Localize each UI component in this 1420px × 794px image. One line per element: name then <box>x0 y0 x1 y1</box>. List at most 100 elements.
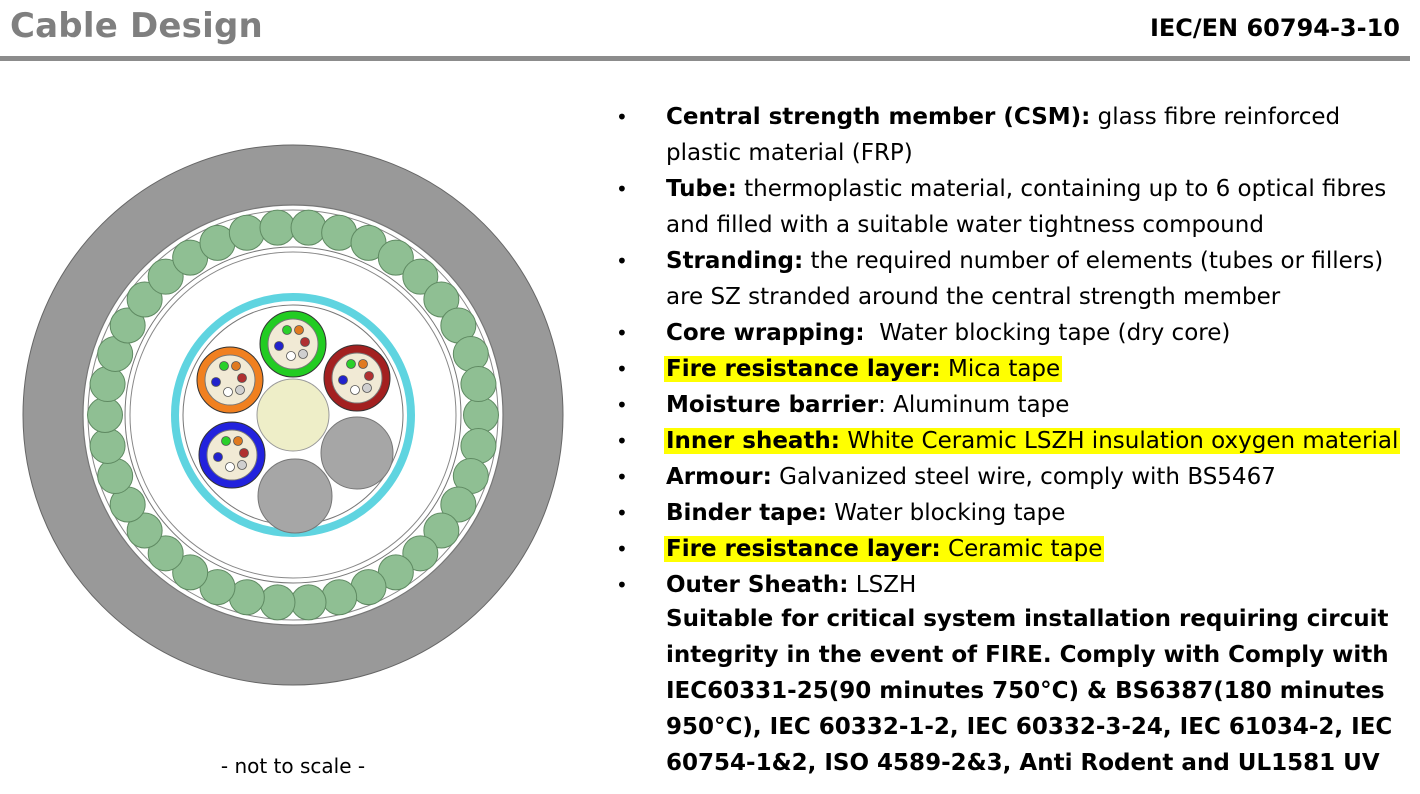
bullet-icon: • <box>616 105 628 129</box>
spec-term: Armour: <box>666 464 772 490</box>
spec-term: Outer Sheath: <box>666 572 849 598</box>
armour-wire <box>228 214 265 251</box>
spec-list: • Central strength member (CSM): glass fi… <box>614 99 1404 603</box>
spec-text: Core wrapping: Water blocking tape (dry … <box>666 320 1230 346</box>
spec-term: Fire resistance layer: <box>666 356 941 382</box>
bullet-icon: • <box>616 177 628 201</box>
optical-fibre <box>286 351 296 361</box>
binder-tape-ring <box>124 246 462 584</box>
spec-item: • Tube: thermoplastic material, containin… <box>614 171 1404 243</box>
armour-wire <box>321 579 358 616</box>
optical-fibre <box>350 385 360 395</box>
optical-fibre <box>300 337 310 347</box>
spec-item: • Armour: Galvanized steel wire, comply w… <box>614 459 1404 495</box>
optical-fibre <box>364 371 374 381</box>
bullet-icon: • <box>616 321 628 345</box>
spec-description: glass fibre reinforced plastic material … <box>666 104 1348 166</box>
armour-wire <box>89 366 126 403</box>
spec-term: Core wrapping: <box>666 320 865 346</box>
bullet-icon: • <box>616 465 628 489</box>
header-divider <box>0 56 1410 61</box>
spec-description: Water blocking tape <box>826 500 1066 526</box>
armour-wire <box>126 281 163 318</box>
optical-fibre <box>358 359 368 369</box>
spec-text: Stranding: the required number of elemen… <box>666 248 1391 310</box>
page-title: Cable Design <box>10 6 263 46</box>
armour-wire <box>460 366 497 403</box>
armour-wire <box>89 427 126 464</box>
optical-fibre <box>237 373 247 383</box>
spec-item: • Fire resistance layer: Ceramic tape <box>614 531 1404 567</box>
armour-wire <box>377 239 414 276</box>
spec-text: Outer Sheath: LSZH <box>666 572 916 598</box>
spec-description: the required number of elements (tubes o… <box>666 248 1391 310</box>
spec-description: thermoplastic material, containing up to… <box>666 176 1394 238</box>
optical-fibre <box>233 436 243 446</box>
spec-term: Stranding: <box>666 248 804 274</box>
bullet-icon: • <box>616 429 628 453</box>
armour-wire <box>440 486 477 523</box>
cable-cross-section <box>22 144 564 686</box>
optical-fibre <box>282 325 292 335</box>
spec-text: Moisture barrier: Aluminum tape <box>666 392 1069 418</box>
spec-item: • Fire resistance layer: Mica tape <box>614 351 1404 387</box>
spec-item: • Moisture barrier: Aluminum tape <box>614 387 1404 423</box>
filler-element <box>257 458 333 534</box>
bullet-icon: • <box>616 249 628 273</box>
spec-term: Inner sheath: <box>666 428 841 454</box>
optical-fibre <box>219 361 229 371</box>
spec-term: Moisture barrier <box>666 392 879 418</box>
bullet-icon: • <box>616 501 628 525</box>
spec-term: Fire resistance layer: <box>666 536 941 562</box>
optical-fibre <box>223 387 233 397</box>
armour-wire <box>290 584 327 621</box>
standard-reference: IEC/EN 60794-3-10 <box>1149 14 1400 42</box>
optical-fibre <box>225 462 235 472</box>
highlighted-spec-text: Fire resistance layer: Ceramic tape <box>664 536 1105 562</box>
bullet-icon: • <box>616 357 628 381</box>
bullet-icon: • <box>616 393 628 417</box>
optical-fibre <box>237 460 247 470</box>
armour-wire <box>402 535 439 572</box>
bullet-icon: • <box>616 537 628 561</box>
optical-fibre <box>239 448 249 458</box>
armour-wire <box>172 554 209 591</box>
spec-text: Binder tape: Water blocking tape <box>666 500 1065 526</box>
bullet-icon: • <box>616 573 628 597</box>
spec-description: White Ceramic LSZH insulation oxygen mat… <box>840 428 1399 454</box>
optical-fibre <box>274 341 284 351</box>
spec-text: Armour: Galvanized steel wire, comply wi… <box>666 464 1276 490</box>
spec-description: Galvanized steel wire, comply with BS546… <box>771 464 1276 490</box>
armour-wire <box>147 258 184 295</box>
spec-item: • Binder tape: Water blocking tape <box>614 495 1404 531</box>
armour-wire <box>452 335 489 372</box>
spec-description: Mica tape <box>940 356 1061 382</box>
optical-fibre <box>362 383 372 393</box>
spec-item: • Inner sheath: White Ceramic LSZH insula… <box>614 423 1404 459</box>
spec-item: • Outer Sheath: LSZH <box>614 567 1404 603</box>
spec-description: LSZH <box>848 572 917 598</box>
spec-text: Tube: thermoplastic material, containing… <box>666 176 1394 238</box>
armour-wire <box>147 535 184 572</box>
armour-wire <box>259 209 296 246</box>
spec-description: : Aluminum tape <box>878 392 1070 418</box>
armour-wire <box>290 209 327 246</box>
spec-item: • Central strength member (CSM): glass fi… <box>614 99 1404 171</box>
optical-fibre <box>213 452 223 462</box>
spec-item: • Core wrapping: Water blocking tape (dry… <box>614 315 1404 351</box>
optical-fibre <box>346 359 356 369</box>
optical-fibre <box>338 375 348 385</box>
spec-text: Central strength member (CSM): glass fib… <box>666 104 1347 166</box>
armour-wire <box>460 427 497 464</box>
highlighted-spec-text: Inner sheath: White Ceramic LSZH insulat… <box>664 428 1401 454</box>
armour-wire <box>87 397 123 433</box>
armour-wire <box>97 458 134 495</box>
spec-term: Central strength member (CSM): <box>666 104 1091 130</box>
optical-fibre <box>221 436 231 446</box>
spec-term: Binder tape: <box>666 500 827 526</box>
compliance-note: Suitable for critical system installatio… <box>666 606 1393 776</box>
armour-wire <box>402 258 439 295</box>
armour-wire <box>259 584 296 621</box>
optical-fibre <box>298 349 308 359</box>
optical-fibre <box>211 377 221 387</box>
